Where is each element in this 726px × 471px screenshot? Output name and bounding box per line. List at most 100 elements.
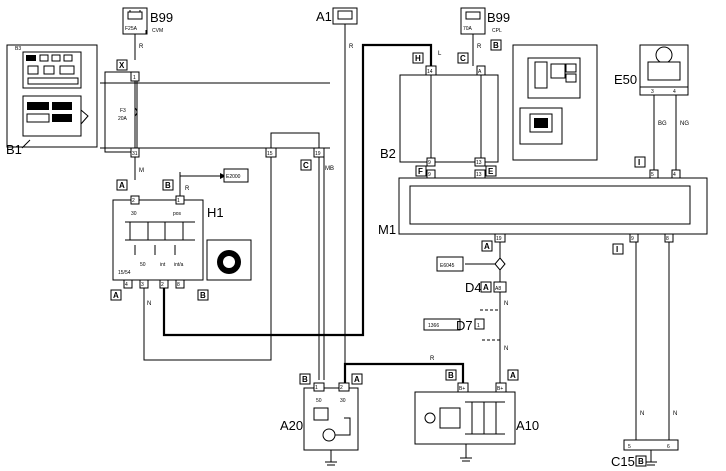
e6045-label: E6045 [440,263,455,269]
connector-a-h1-bottom: A [113,291,119,300]
d4-pin-a8: A8 [495,286,501,292]
a1-label: A1 [316,9,332,24]
h1-pin-2b: 2 [161,282,164,288]
wire-color-n-c15a: N [640,411,644,417]
wire-color-n-c15b: N [673,411,677,417]
connector-f-m1: F [418,167,423,176]
connector-b-c15: B [638,457,644,466]
connector-b-a10: B [448,371,454,380]
connector-e-m1: E [488,167,494,176]
e50-pin-3: 3 [651,89,654,95]
h1-tinta: int/a [174,262,184,268]
m1-pin-4: 4 [673,172,676,178]
h1-pin-3: 3 [141,282,144,288]
a20-t30: 30 [340,398,346,404]
a10-pin-bplus2: B+ [497,386,503,392]
wire-color-r-e2000: R [185,186,190,192]
m1-pin-9a: 9 [428,172,431,178]
h1-pin-8: 8 [177,282,180,288]
connector-x [116,59,128,71]
e50-pin-4: 4 [673,89,676,95]
m1-block: 9 13 5 4 19 9 8 [398,169,708,243]
h1-t50: 50 [140,262,146,268]
e50-block: 3 4 [639,44,689,96]
wire-color-ng: NG [680,121,689,127]
h1-pin-2: 2 [132,198,135,204]
connector-i-m1: I [616,245,618,254]
ref-1366-label: 1366 [428,323,439,329]
b2-pin-14: 14 [427,69,433,75]
m1-pin-5: 5 [651,172,654,178]
a10-pin-bplus1: B+ [459,386,465,392]
c15-pin-6: 6 [667,444,670,450]
h1-tint: int [160,262,166,268]
m1-pin-8: 8 [666,236,669,242]
wire-color-m-b1: M [139,168,144,174]
wire-color-n-d7: N [504,346,508,352]
wire-color-r: R [139,44,144,50]
b1-inset-text-b3: B3 [15,46,21,52]
a20-pin-1: 1 [315,385,318,391]
wire-color-mb: MB [325,166,334,172]
b1-pin-1: 1 [133,75,136,81]
b1-fusebox [104,71,138,153]
h1-pin-4: 4 [125,282,128,288]
connector-c-b1: C [303,161,309,170]
e50-label: E50 [614,72,637,87]
b2-pin-9: 9 [428,160,431,166]
h1-tpos: pos [173,211,182,217]
a20-t50: 50 [316,398,322,404]
a10-label: A10 [516,418,539,433]
connector-a-a20: A [354,375,360,384]
connector-a-m1: A [484,242,490,251]
b2-inset [512,44,598,161]
b99-left-sub: CVM [152,28,163,34]
b99-left-block: F25A B99 CVM [122,7,173,35]
connector-b-a20: B [302,375,308,384]
connector-b-h1-bottom: B [200,291,206,300]
b2-pin-13: 13 [476,160,482,166]
b2-label: B2 [380,146,396,161]
connector-b-h1: B [165,181,171,190]
b99-right-fuse: 70A [463,26,473,32]
connector-i-e50: I [638,158,640,167]
m1-pin-9b: 9 [631,236,634,242]
m1-pin-19: 19 [496,236,502,242]
h1-t15-54: 15/54 [118,270,131,276]
d7-label: D7 [456,318,473,333]
h1-label: H1 [207,205,224,220]
b99-right-sub: CPL [492,28,502,34]
b99-right-block: 70A B99 CPL [460,7,510,35]
connector-h-b2: H [415,54,421,63]
d4-label: D4 [465,280,482,295]
b99-left-label: B99 [150,10,173,25]
a20-pin-2: 2 [340,385,343,391]
a20-label: A20 [280,418,303,433]
b99-right-label: B99 [487,10,510,25]
h1-switch: 2 1 30 pos 50 int int/a 15/54 4 3 2 8 [112,195,252,289]
c15-pin-5: 5 [628,444,631,450]
b1-inset: B3 [6,44,98,148]
b1-pin-31: 31 [132,151,138,157]
m1-pin-13: 13 [476,172,482,178]
a20-block: 1 2 50 30 [303,382,359,466]
d7-pin-1: 1 [477,323,480,329]
connector-a-a10: A [510,371,516,380]
wire-color-r-b2: R [477,44,482,50]
h1-t30: 30 [131,211,137,217]
a10-block: B+ B+ [414,382,516,462]
wire-color-n-h1: N [147,301,151,307]
c15-block: 5 6 [623,439,679,466]
fuse-f3-label: F3 [120,108,126,114]
b2-pin-a: A [478,69,482,75]
wire-color-r-a10: R [430,356,435,362]
b1-pin-19: 19 [315,151,321,157]
wire-color-r-a1: R [349,44,354,50]
e2000-label: E2000 [226,174,241,180]
connector-c-b2: C [460,54,466,63]
c15-label: C15 [611,454,635,469]
wire-color-l: L [438,51,442,57]
connector-a-h1: A [119,181,125,190]
connector-b-b2: B [493,41,499,50]
